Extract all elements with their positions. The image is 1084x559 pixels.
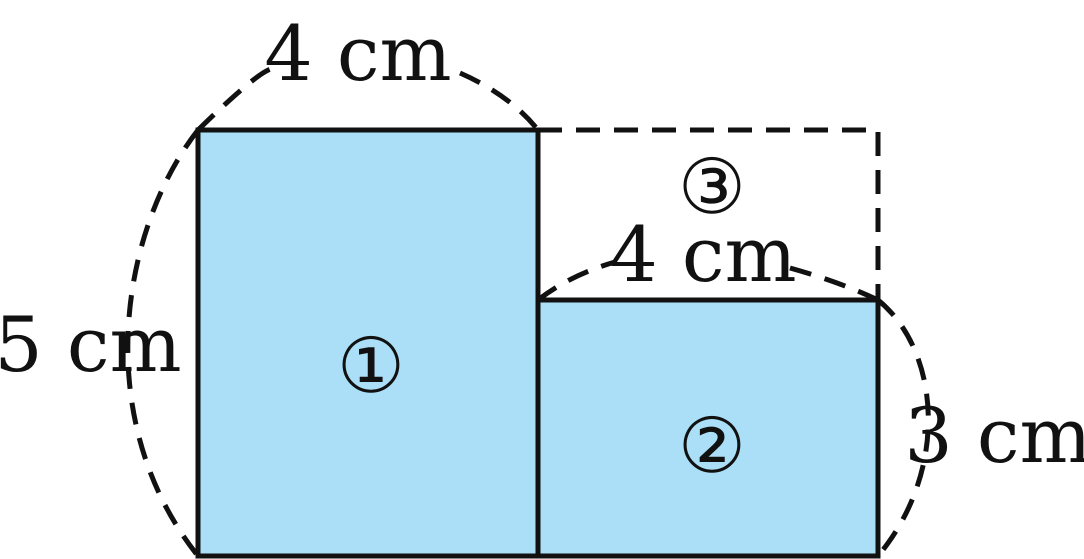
inner-width-label: 4 cm <box>609 210 796 299</box>
right-height-arc <box>876 298 931 558</box>
rectangle-2-label: ② <box>678 401 746 490</box>
rectangle-3-label: ③ <box>678 142 746 231</box>
rectangle-1 <box>195 127 541 559</box>
top-width-label: 4 cm <box>264 9 451 98</box>
rectangle-2 <box>535 297 881 559</box>
left-height-label: 5 cm <box>0 300 182 389</box>
right-height-label: 3 cm <box>904 391 1084 480</box>
left-height-arc <box>125 128 200 558</box>
inner-width-arc <box>536 259 880 303</box>
top-width-arc <box>196 66 540 132</box>
rectangle-1-label: ① <box>337 321 405 410</box>
